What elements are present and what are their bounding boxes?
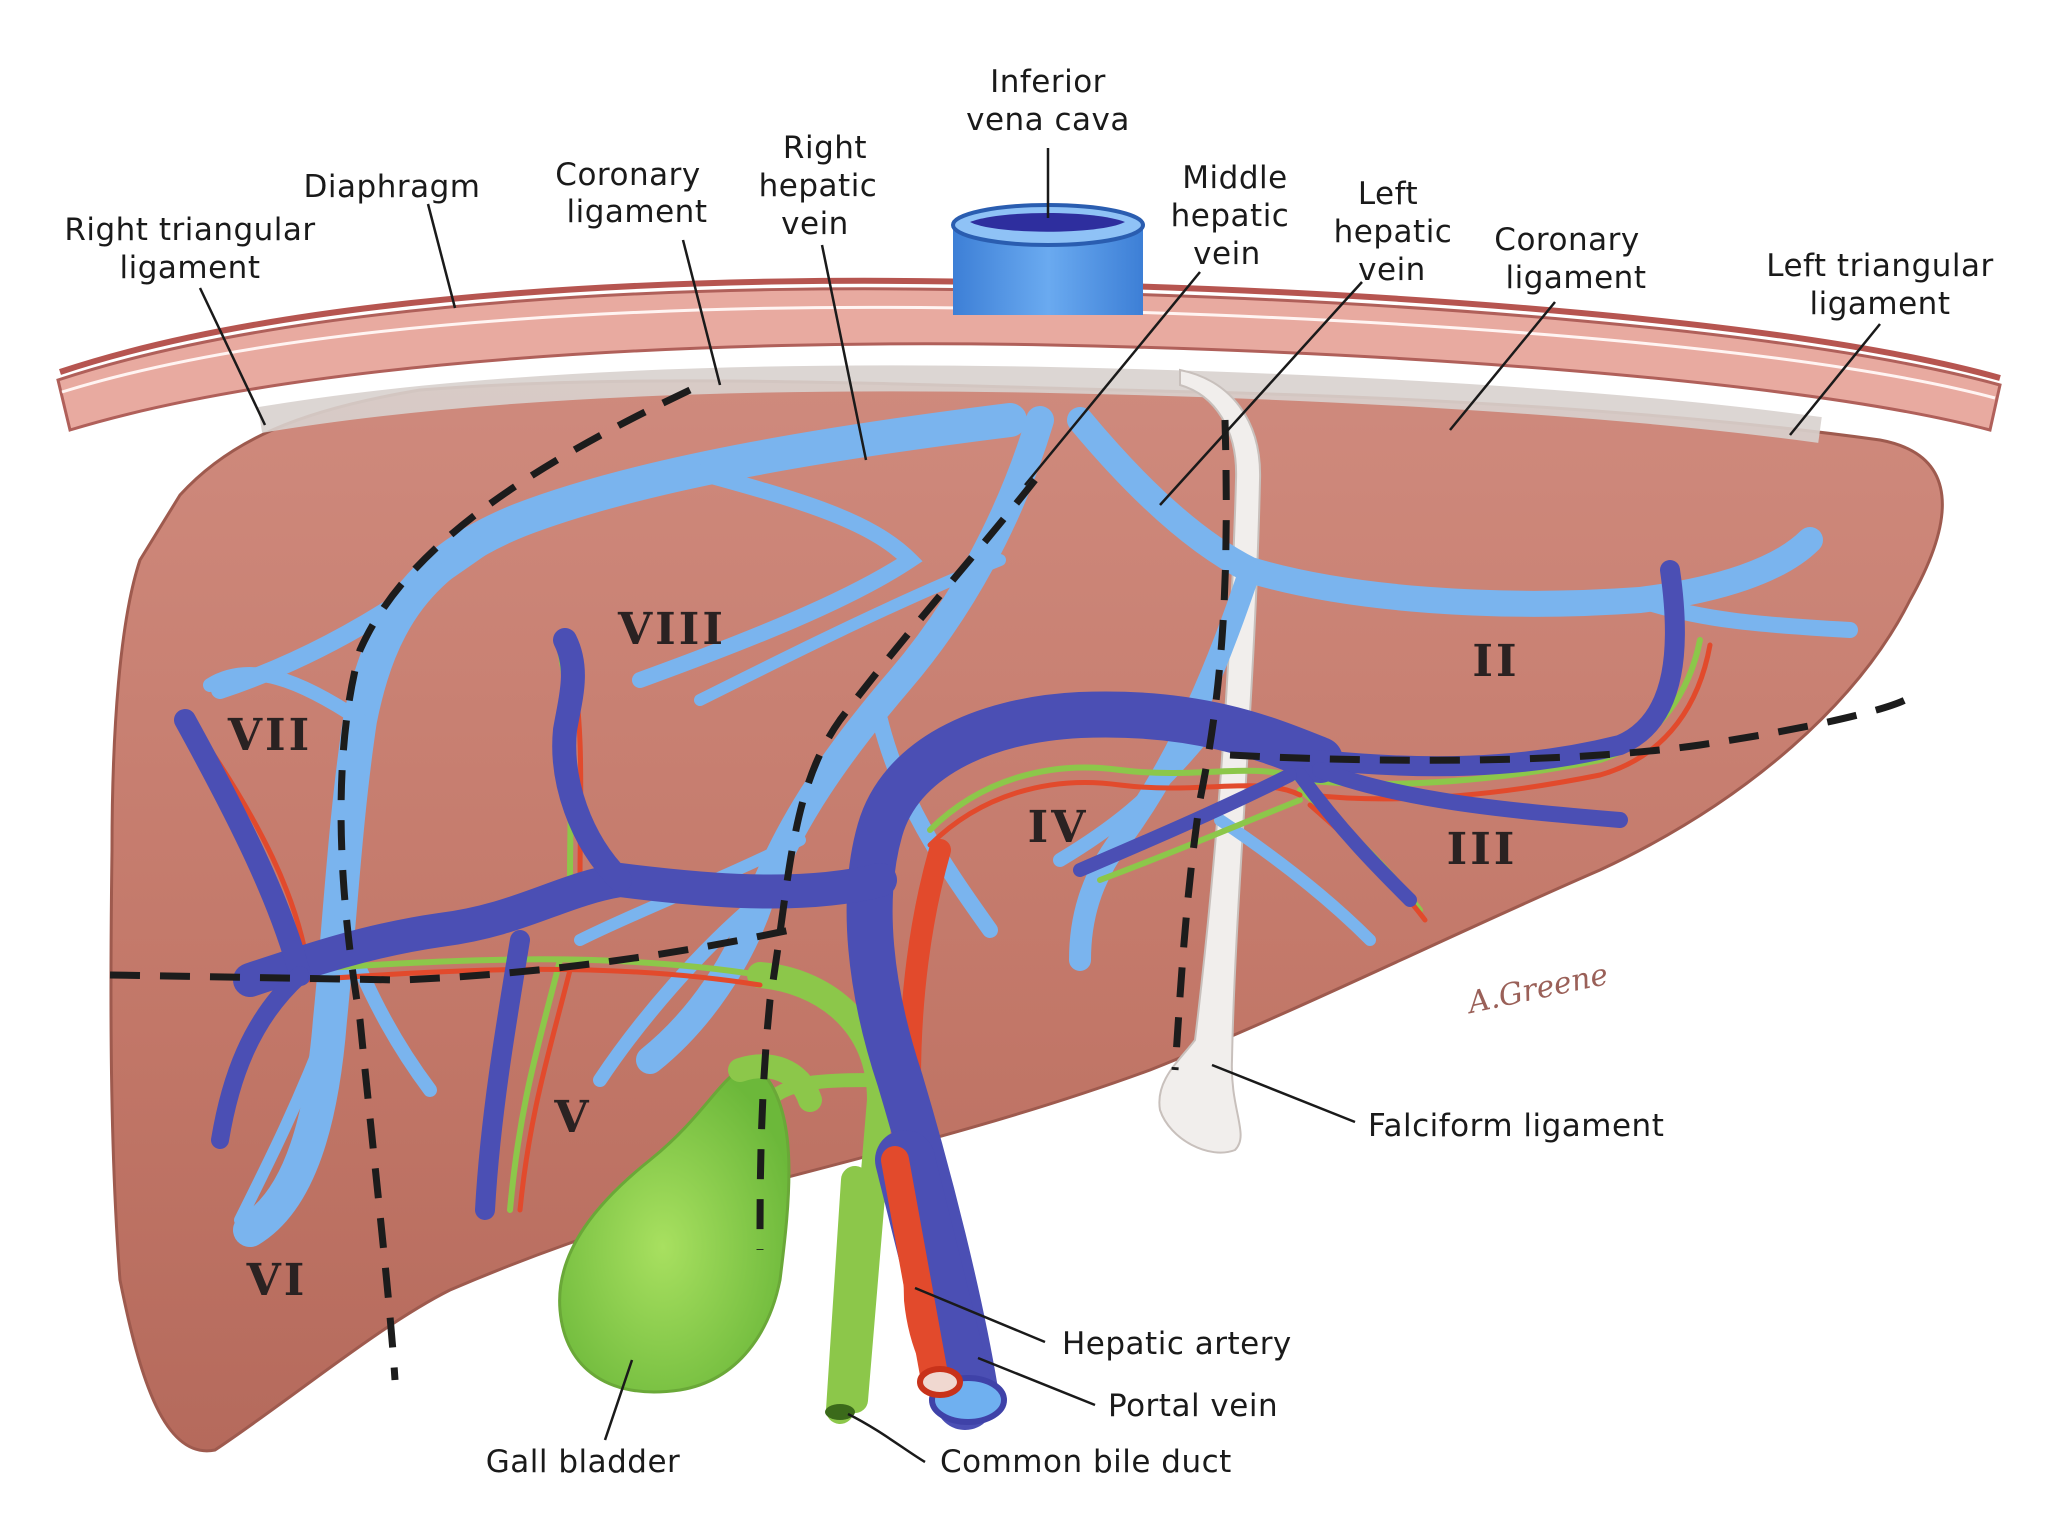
right-hepatic-vein-label-line1: Right <box>783 130 867 166</box>
hilar-vessels <box>825 1130 1007 1430</box>
coronary-ligament-left-line1: Coronary <box>555 157 700 193</box>
coronary-ligament-left-line2: ligament <box>567 194 708 230</box>
left-hepatic-vein-label-line2: hepatic <box>1334 214 1453 250</box>
segment-3-label: III <box>1447 824 1518 875</box>
segment-6-label: VI <box>246 1255 308 1306</box>
coronary-ligament-right-line2: ligament <box>1506 260 1647 296</box>
anatomy-labels: Inferior vena cava Diaphragm Coronary li… <box>64 64 1993 1480</box>
segment-8-label: VIII <box>617 604 726 655</box>
segment-labels: VIII VII II IV III V VI <box>227 604 1519 1306</box>
falciform-ligament-label: Falciform ligament <box>1368 1108 1664 1144</box>
ivc-label-line2: vena cava <box>966 102 1130 138</box>
left-triangular-ligament-line1: Left triangular <box>1766 248 1994 284</box>
gall-bladder <box>558 1054 822 1394</box>
middle-hepatic-vein-label-line2: hepatic <box>1171 198 1290 234</box>
hepatic-artery-label: Hepatic artery <box>1062 1326 1292 1362</box>
segment-5-label: V <box>553 1092 591 1143</box>
coronary-ligament-right-line1: Coronary <box>1494 222 1639 258</box>
segment-boundaries <box>109 386 1907 1381</box>
right-hepatic-vein-label-line2: hepatic <box>759 168 878 204</box>
right-triangular-ligament-line2: ligament <box>120 250 261 286</box>
artist-signature: A.Greene <box>1462 957 1611 1021</box>
diaphragm-label: Diaphragm <box>304 169 481 205</box>
segment-7-label: VII <box>227 710 312 761</box>
ivc-label-line1: Inferior <box>990 64 1106 100</box>
inferior-vena-cava <box>951 203 1145 315</box>
right-hepatic-vein-label-line3: vein <box>781 206 849 242</box>
left-hepatic-vein-label-line3: vein <box>1358 252 1426 288</box>
gall-bladder-label: Gall bladder <box>486 1444 681 1480</box>
left-triangular-ligament-line2: ligament <box>1810 286 1951 322</box>
leader-lines <box>198 148 1881 1464</box>
middle-hepatic-vein-label-line1: Middle <box>1182 160 1287 196</box>
right-triangular-ligament-line1: Right triangular <box>64 212 315 248</box>
segment-4-label: IV <box>1028 802 1089 853</box>
middle-hepatic-vein-label-line3: vein <box>1193 236 1261 272</box>
common-bile-duct-label: Common bile duct <box>940 1444 1232 1480</box>
left-hepatic-vein-label-line1: Left <box>1358 176 1418 212</box>
segment-2-label: II <box>1472 636 1519 687</box>
portal-vein-label: Portal vein <box>1108 1388 1278 1424</box>
